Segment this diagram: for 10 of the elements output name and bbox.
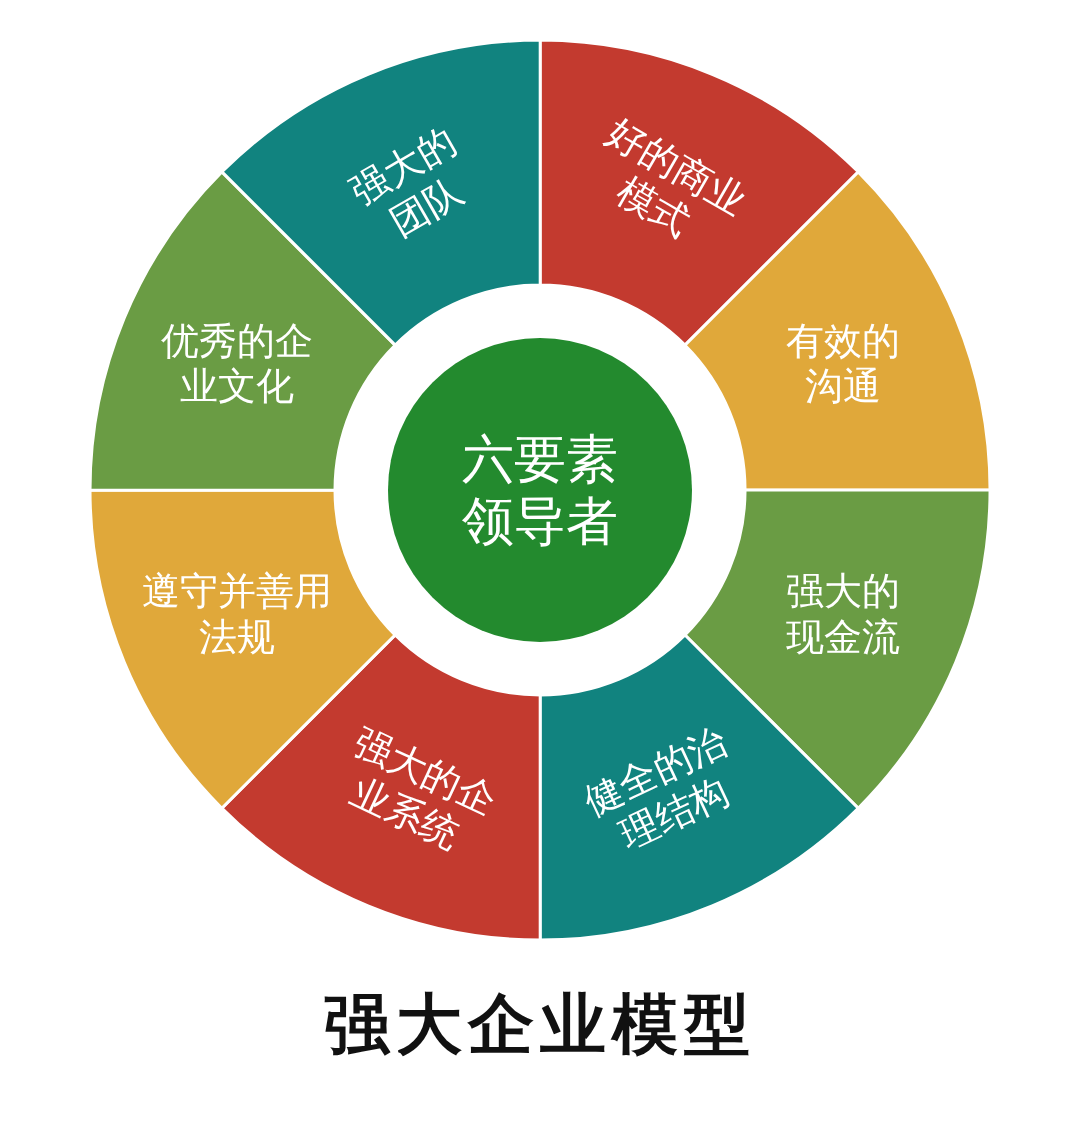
segment-label: 强大的企业系统 [343,719,503,859]
segment-label: 健全的治理结构 [577,719,737,859]
segment-label: 强大的现金流 [785,569,900,661]
segment-label: 遵守并善用法规 [142,569,333,661]
center-label: 六要素领导者 [461,427,619,553]
diagram-caption: 强大企业模型 [324,986,756,1063]
segment-label: 强大的团队 [342,119,471,247]
segment-label: 好的商业模式 [599,109,754,247]
segment-label: 优秀的企业文化 [161,319,314,411]
segment-label: 有效的沟通 [785,319,900,411]
